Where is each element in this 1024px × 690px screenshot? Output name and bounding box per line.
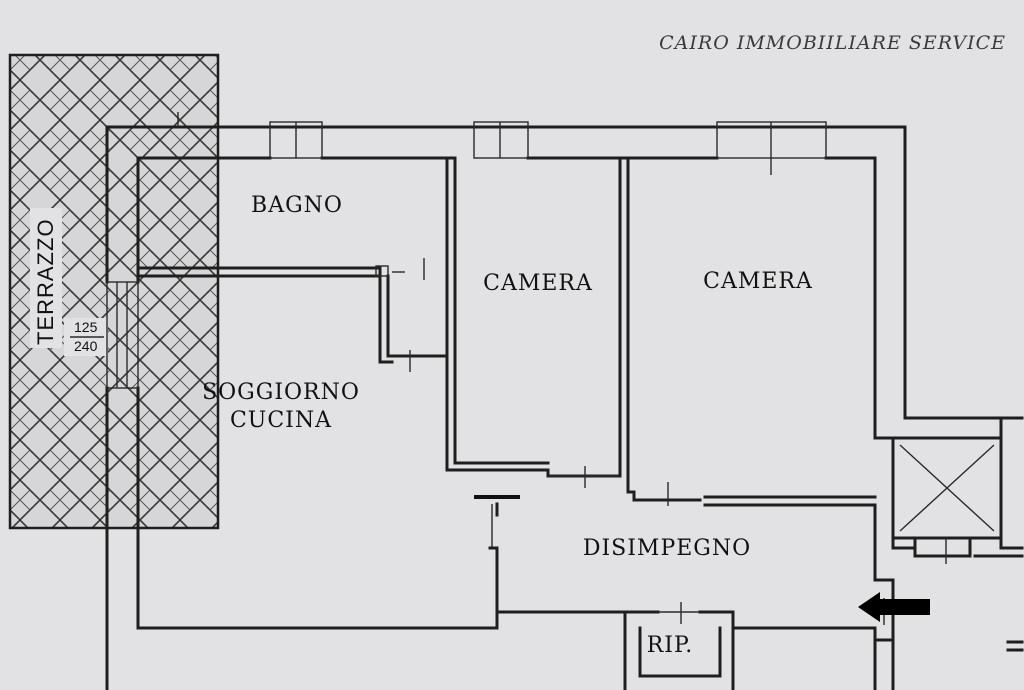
room-label-cucina: CUCINA: [230, 408, 332, 433]
window-height-label: 240: [74, 338, 98, 354]
agency-name: CAIRO IMMOBIILIARE SERVICE: [659, 32, 1006, 54]
outer-walls: [105, 125, 1024, 690]
terrace-door: [106, 281, 139, 389]
arrow-left-icon: [858, 592, 930, 622]
room-label-disimpegno: DISIMPEGNO: [583, 536, 751, 561]
terrace: TERRAZZO 125 240: [8, 53, 220, 530]
window-width-label: 125: [74, 319, 98, 335]
room-label-camera-1: CAMERA: [483, 271, 593, 296]
top-windows: [177, 112, 827, 175]
disimpegno-walls: [474, 495, 895, 690]
lift-shaft: [891, 416, 1024, 564]
room-label-camera-2: CAMERA: [703, 269, 813, 294]
room-label-soggiorno: SOGGIORNO: [202, 380, 360, 405]
terrace-label-bg: [30, 208, 62, 348]
terrace-label: TERRAZZO: [33, 218, 58, 345]
room-label-ripostiglio: RIP.: [647, 633, 694, 658]
room-label-bagno: BAGNO: [251, 193, 343, 218]
camera-2-walls: [703, 495, 877, 507]
camera-1-walls: [445, 156, 702, 506]
bagno-walls: [136, 258, 447, 372]
right-edge-wall: [1006, 640, 1024, 652]
ripostiglio-walls: [638, 626, 722, 678]
